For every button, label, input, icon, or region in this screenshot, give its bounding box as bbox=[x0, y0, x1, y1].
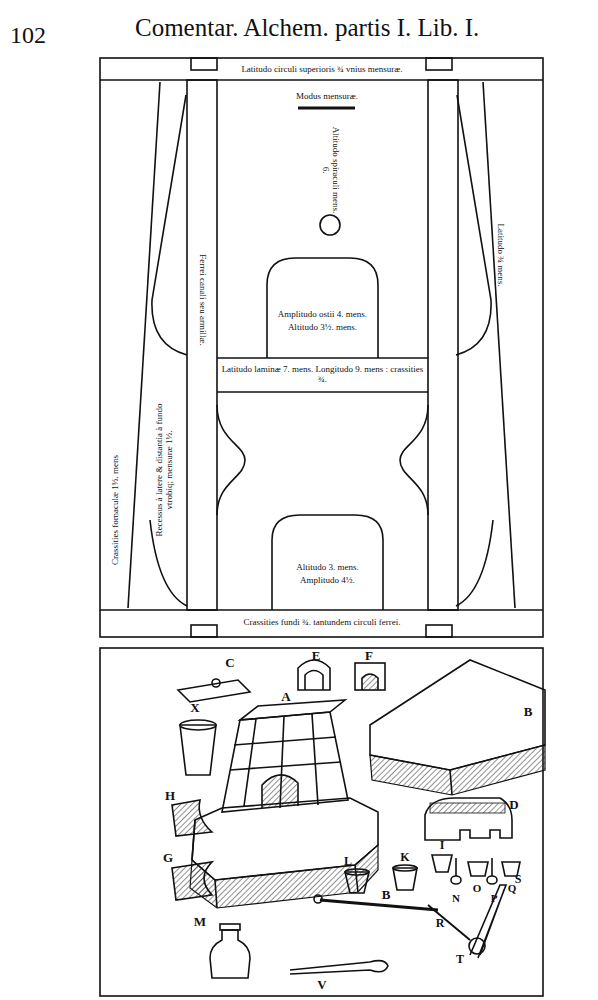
dimension-text: Altitudo 3½. mens. bbox=[288, 323, 357, 333]
dimension-text: Amplitudo ostii 4. mens. bbox=[278, 310, 367, 320]
part-letter: V bbox=[317, 978, 326, 992]
dimension-region: Latitudo circuli superioris ¾ vnius mens… bbox=[200, 59, 444, 80]
part-letter: K bbox=[400, 851, 409, 864]
dimension-region: Altitudo 3. mens. Amplitudo 4½. bbox=[274, 540, 381, 608]
part-letter: X bbox=[190, 701, 199, 715]
part-letter: T bbox=[456, 953, 464, 966]
part-letter: G bbox=[163, 851, 173, 865]
part-letter: H bbox=[165, 789, 175, 803]
dimension-text: Latitudo laminæ 7. mens. Longitudo 9. me… bbox=[219, 365, 426, 385]
dimension-region: Amplitudo ostii 4. mens. Altitudo 3½. men… bbox=[269, 286, 376, 356]
part-letter: E bbox=[312, 649, 321, 663]
part-letter: L bbox=[344, 855, 352, 868]
part-letter: M bbox=[194, 915, 206, 929]
part-letter: B bbox=[382, 888, 391, 902]
part-letter: N bbox=[452, 892, 460, 904]
dimension-text: Crassities fundi ¾. tantundem circuli fe… bbox=[244, 618, 401, 628]
dimension-region: Crassities fundi ¾. tantundem circuli fe… bbox=[200, 611, 444, 635]
part-letter: P bbox=[491, 892, 498, 904]
part-letter: R bbox=[436, 917, 445, 930]
part-letter: F bbox=[365, 649, 373, 663]
dimension-text: Latitudo ¾ mens. bbox=[495, 224, 505, 287]
page-title: Comentar. Alchem. partis I. Lib. I. bbox=[135, 14, 479, 42]
dimension-region: Latitudo laminæ 7. mens. Longitudo 9. me… bbox=[219, 359, 426, 391]
dimension-text: Altitudo spiraculi mens. 6. bbox=[320, 125, 340, 215]
dimension-text: Modus mensuræ. bbox=[296, 92, 358, 102]
dimension-text: Crassities fornaculæ 1½. mens bbox=[111, 455, 121, 565]
dimension-text: Latitudo circuli superioris ¾ vnius mens… bbox=[241, 65, 402, 75]
part-letter: B bbox=[524, 705, 533, 719]
page-number: 102 bbox=[10, 22, 46, 48]
part-letter: A bbox=[281, 690, 290, 704]
part-letter: S bbox=[515, 873, 522, 886]
part-letter: D bbox=[509, 798, 518, 812]
dimension-text: Altitudo 3. mens. bbox=[296, 563, 359, 573]
part-letter: C bbox=[225, 656, 234, 670]
dimension-text: Ferrei canali seu armillæ. bbox=[197, 254, 207, 345]
dimension-text: Amplitudo 4½. bbox=[300, 576, 355, 586]
part-letter: I bbox=[440, 839, 445, 852]
part-letter: O bbox=[473, 882, 482, 894]
dimension-text: Recessus à latere & distantia à fundo vt… bbox=[155, 395, 175, 545]
